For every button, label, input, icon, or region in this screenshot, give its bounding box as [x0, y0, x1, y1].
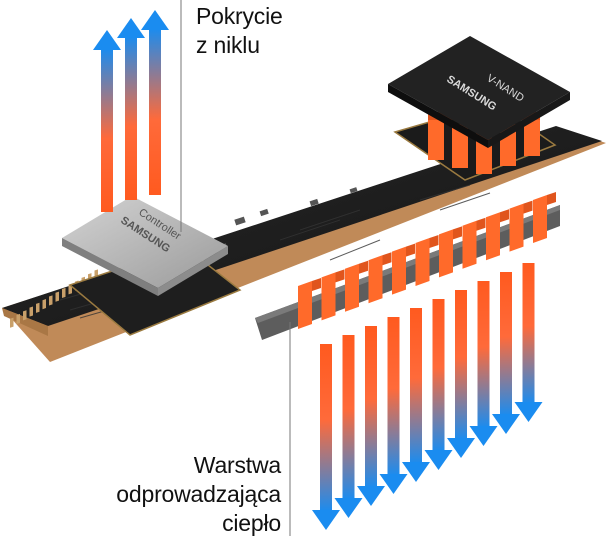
heat-layer-line-1: Warstwa [193, 452, 281, 478]
heat-fin [509, 203, 524, 252]
heat-arrow-down-shaft [387, 317, 400, 476]
heat-fin-top [547, 192, 556, 205]
heat-arrow-down-shaft [432, 299, 445, 452]
heat-fin [439, 229, 453, 278]
heat-fin [486, 212, 500, 261]
nickel-coating-line-2: z niklu [196, 32, 260, 58]
heat-arrow-up-shaft [149, 28, 161, 195]
heat-arrow-down-head [424, 450, 453, 470]
gold-contact [49, 295, 53, 306]
heat-fin-top [312, 278, 321, 291]
heat-fin-top [359, 260, 368, 274]
heat-fin [533, 195, 547, 243]
heat-arrow-down-shaft [522, 263, 535, 404]
heat-fin [392, 246, 406, 295]
heat-arrow-down-head [447, 438, 475, 458]
heat-arrows-down [312, 263, 543, 530]
heat-fin [321, 272, 336, 321]
heat-arrow-down-head [469, 426, 498, 446]
heat-arrow-down-shaft [500, 272, 512, 416]
heat-fin-top [335, 269, 345, 283]
heat-fin [345, 263, 359, 312]
heat-fin-top [500, 209, 509, 223]
heat-arrow-down-shaft [320, 344, 332, 512]
heat-arrow-down-head [492, 414, 520, 434]
heat-arrow-down-shaft [365, 326, 377, 488]
heat-arrow-down-shaft [477, 281, 490, 428]
heat-fin [368, 255, 383, 304]
heat-arrow-down-head [334, 498, 363, 518]
nickel-controller-chip: SAMSUNG Controller [62, 196, 228, 296]
nickel-coating-label: Pokrycie z niklu [196, 2, 283, 60]
heat-fin-top [476, 217, 486, 231]
gold-contact [23, 310, 27, 321]
heat-arrow-down-shaft [410, 308, 422, 464]
nickel-coating-line-1: Pokrycie [196, 3, 283, 29]
heat-arrows-up [93, 10, 169, 212]
heat-arrow-down-head [357, 486, 385, 506]
heat-arrow-down-head [402, 462, 430, 482]
heat-arrow-down-shaft [455, 290, 467, 440]
gold-contact [10, 317, 14, 328]
heat-layer-line-3: ciepło [222, 510, 281, 536]
heat-arrow-down-shaft [342, 335, 355, 500]
heat-layer-line-2: odprowadzająca [116, 481, 281, 507]
heat-fin-top [429, 235, 439, 248]
heat-fin-top [382, 252, 392, 266]
heat-arrow-up-head [93, 30, 121, 50]
heat-arrow-up-head [117, 18, 145, 38]
gold-contact [16, 313, 20, 325]
gold-contact [29, 306, 33, 317]
vnand-chip: SAMSUNG V-NAND [388, 36, 570, 148]
heat-fin [462, 220, 477, 269]
heat-arrow-up-head [141, 10, 169, 30]
heat-fin [415, 238, 430, 286]
gold-contact [36, 302, 40, 313]
heat-layer-label: Warstwa odprowadzająca ciepło [116, 451, 281, 538]
heat-fin [298, 281, 312, 329]
heat-fin-top [453, 226, 462, 240]
heat-arrow-down-head [514, 402, 543, 422]
heat-arrow-down-head [379, 474, 408, 494]
gold-contact [42, 299, 46, 310]
gold-contact [62, 287, 66, 299]
heat-spreader-fins [298, 192, 556, 329]
heat-arrow-up-shaft [125, 36, 137, 200]
heat-fin-top [406, 243, 415, 257]
gold-contact [55, 291, 59, 302]
heat-fin-top [523, 200, 533, 214]
heat-arrow-down-head [312, 510, 340, 530]
heat-arrow-up-shaft [101, 48, 113, 212]
